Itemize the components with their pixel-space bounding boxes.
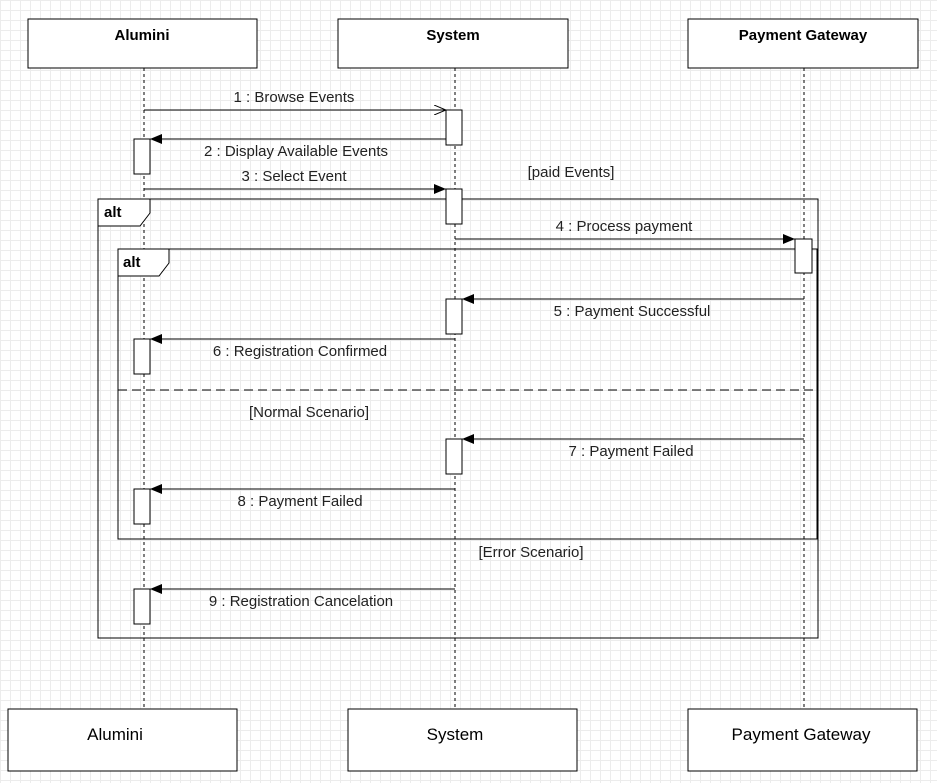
participant-footer-alumni-label: Alumini bbox=[87, 725, 143, 744]
participant-header-system-label: System bbox=[426, 27, 479, 44]
message-3-label: 3 : Select Event bbox=[241, 168, 347, 185]
participant-header-gateway-label: Payment Gateway bbox=[739, 27, 868, 44]
participant-header-gateway[interactable]: Payment Gateway bbox=[687, 18, 919, 69]
message-5-label: 5 : Payment Successful bbox=[554, 303, 711, 320]
guard-paid-events: [paid Events] bbox=[528, 164, 615, 181]
activation-gateway-1[interactable] bbox=[794, 238, 813, 274]
alt-fragment-outer[interactable]: alt bbox=[97, 198, 819, 639]
participant-header-system[interactable]: System bbox=[337, 18, 569, 69]
message-7-label: 7 : Payment Failed bbox=[568, 443, 693, 460]
message-2-label: 2 : Display Available Events bbox=[204, 143, 388, 160]
message-6-label: 6 : Registration Confirmed bbox=[213, 343, 387, 360]
activation-system-4[interactable] bbox=[445, 438, 463, 475]
participant-header-alumni-label: Alumini bbox=[115, 27, 170, 44]
participant-footer-alumni[interactable]: Alumini bbox=[7, 708, 238, 772]
participant-footer-gateway[interactable]: Payment Gateway bbox=[687, 708, 918, 772]
activation-alumni-2[interactable] bbox=[133, 338, 151, 375]
message-1-label: 1 : Browse Events bbox=[234, 89, 355, 106]
activation-alumni-1[interactable] bbox=[133, 138, 151, 175]
participant-footer-system[interactable]: System bbox=[347, 708, 578, 772]
alt-inner-label: alt bbox=[123, 254, 141, 271]
activation-system-2[interactable] bbox=[445, 188, 463, 225]
alt-outer-label: alt bbox=[104, 204, 122, 221]
participant-footer-system-label: System bbox=[427, 725, 484, 744]
message-9-label: 9 : Registration Cancelation bbox=[209, 593, 393, 610]
alt-fragment-inner[interactable]: alt bbox=[117, 248, 818, 540]
message-4-label: 4 : Process payment bbox=[556, 218, 694, 235]
participant-footer-gateway-label: Payment Gateway bbox=[732, 725, 871, 744]
activation-system-1[interactable] bbox=[445, 109, 463, 146]
guard-error-scenario: [Error Scenario] bbox=[478, 544, 583, 561]
message-8-label: 8 : Payment Failed bbox=[237, 493, 362, 510]
activation-alumni-3[interactable] bbox=[133, 488, 151, 525]
guard-normal-scenario: [Normal Scenario] bbox=[249, 404, 369, 421]
activation-system-3[interactable] bbox=[445, 298, 463, 335]
activation-alumni-4[interactable] bbox=[133, 588, 151, 625]
participant-header-alumni[interactable]: Alumini bbox=[27, 18, 258, 69]
